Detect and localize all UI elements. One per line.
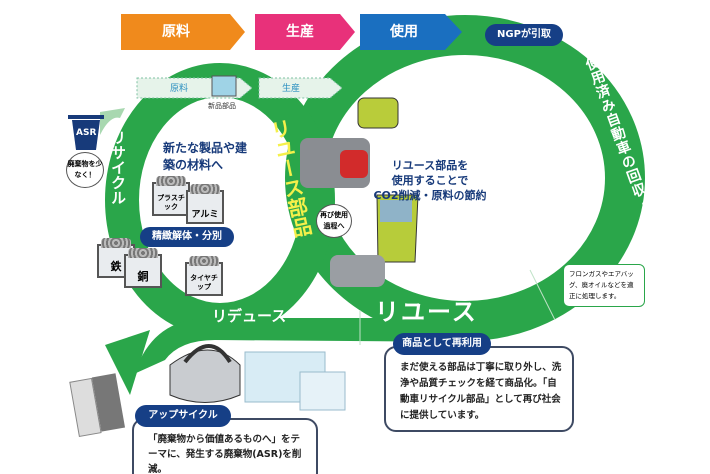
reuse-bubble: 再び使用過程へ — [316, 204, 352, 238]
ngp-pickup-badge: NGPが引取 — [485, 24, 563, 46]
tag-image — [69, 377, 102, 438]
reduce-label: リデュース — [212, 307, 287, 325]
sub-step-production: 生産 — [282, 84, 301, 94]
reuse-label: リユース — [375, 298, 478, 326]
mirror-image — [357, 97, 399, 129]
upcycle-box: 「廃棄物から価値あるものへ」をテーマに、発生する廃棄物(ASR)を削減。 — [132, 418, 318, 474]
resale-title: 商品として再利用 — [393, 333, 491, 355]
recycle-label: リサイクル — [109, 130, 127, 205]
transmission-image — [330, 255, 385, 287]
recycle-caption: 新たな製品や建築の材料へ — [163, 141, 248, 172]
reuse-caption-line: リユース部品を — [391, 159, 469, 172]
reuse-caption: リユース部品を 使用することで CO2削減・原料の節約 — [365, 158, 495, 203]
step-arrow-use — [360, 14, 462, 50]
step-raw: 原料 — [162, 24, 190, 40]
upcycle-body: 「廃棄物から価値あるものへ」をテーマに、発生する廃棄物(ASR)を削減。 — [148, 434, 302, 474]
new-parts-label: 新品部品 — [208, 102, 236, 110]
asr-label: ASR — [76, 128, 97, 138]
dismantle-badge: 精緻解体・分別 — [140, 227, 234, 247]
resale-box: まだ使える部品は丁寧に取り外し、洗浄や品質チェックを経て商品化。「自動車リサイク… — [384, 346, 574, 432]
asr-bubble: 廃棄物を少なく！ — [66, 152, 104, 188]
step-arrow-production — [255, 14, 355, 50]
step-use: 使用 — [390, 24, 418, 40]
reduce-arrow-head — [105, 330, 150, 395]
collection-note: フロンガスやエアバッグ、廃オイルなどを適正に処理します。 — [563, 264, 645, 307]
sub-step-raw: 原料 — [170, 84, 189, 94]
upcycle-title: アップサイクル — [135, 405, 231, 427]
bin-plastic: プラスチック — [152, 176, 190, 216]
reuse-caption-line: CO2削減・原料の節約 — [373, 189, 487, 202]
reuse-caption-line: 使用することで — [391, 174, 469, 187]
bottom-band — [125, 318, 470, 378]
bin-aluminum: アルミ — [186, 184, 224, 224]
resale-body: まだ使える部品は丁寧に取り外し、洗浄や品質チェックを経て商品化。「自動車リサイク… — [400, 362, 562, 421]
bin-copper: 銅 — [124, 248, 162, 288]
sub-arrow-production — [258, 77, 343, 99]
bin-tire-chips: タイヤチップ — [185, 256, 223, 296]
step-production: 生産 — [286, 24, 314, 40]
asr-arrow — [100, 108, 125, 135]
trash-can-icon — [72, 120, 100, 150]
step-arrow-raw — [121, 14, 245, 50]
new-part-icon — [211, 75, 237, 97]
